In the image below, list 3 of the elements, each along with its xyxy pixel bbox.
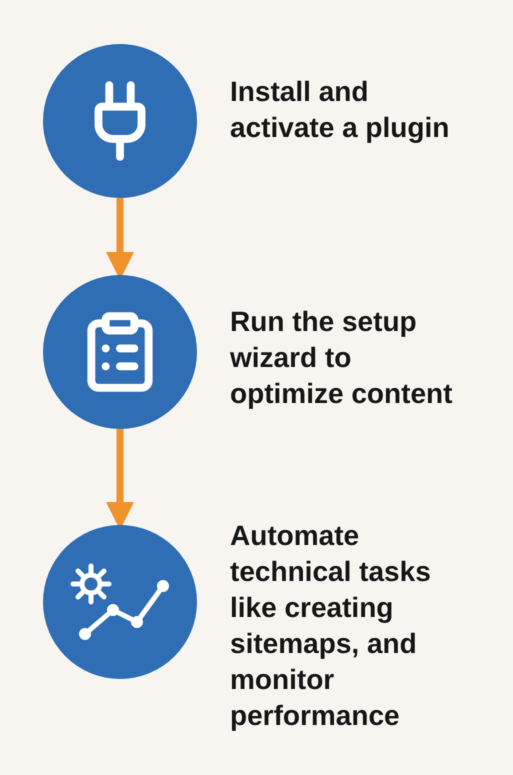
step-text: Run the setup wizard to optimize content [230, 305, 454, 411]
step-text: Automate technical tasks like creating sitemaps, and monitor performance [230, 519, 432, 733]
step-text: Install and activate a plugin [230, 75, 450, 145]
